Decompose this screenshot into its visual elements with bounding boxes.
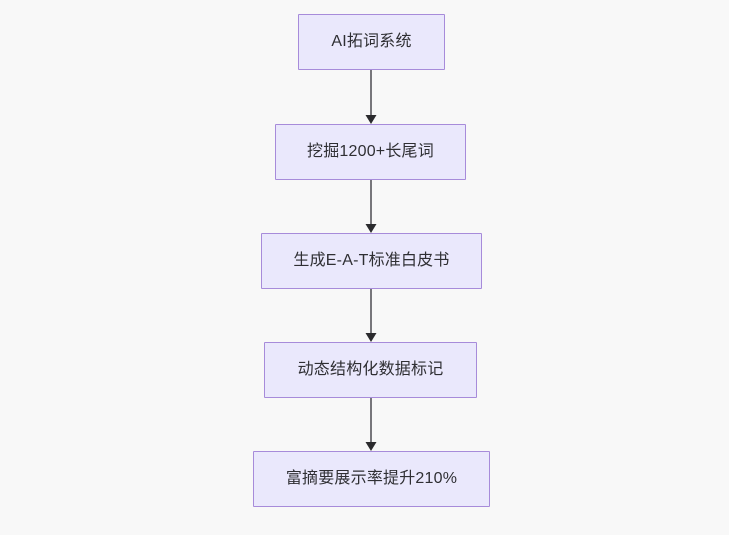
flow-node[interactable]: AI拓词系统 — [298, 14, 445, 70]
flow-node[interactable]: 挖掘1200+长尾词 — [275, 124, 466, 180]
flow-arrowhead-icon — [365, 224, 377, 233]
flow-node[interactable]: 动态结构化数据标记 — [264, 342, 477, 398]
flow-arrow — [365, 70, 377, 124]
flow-arrow — [365, 289, 377, 342]
flow-arrowhead-icon — [365, 115, 377, 124]
flow-arrow — [365, 398, 377, 451]
flow-arrow — [365, 180, 377, 233]
flow-node-label: 富摘要展示率提升210% — [285, 470, 458, 488]
flow-node-label: 挖掘1200+长尾词 — [307, 143, 434, 161]
flow-node[interactable]: 富摘要展示率提升210% — [253, 451, 490, 507]
flow-arrowhead-icon — [365, 333, 377, 342]
flow-node-label: 生成E-A-T标准白皮书 — [293, 252, 450, 270]
flow-node-label: AI拓词系统 — [331, 33, 412, 51]
flow-arrowhead-icon — [365, 442, 377, 451]
flow-node-label: 动态结构化数据标记 — [297, 361, 444, 379]
flow-node[interactable]: 生成E-A-T标准白皮书 — [261, 233, 482, 289]
